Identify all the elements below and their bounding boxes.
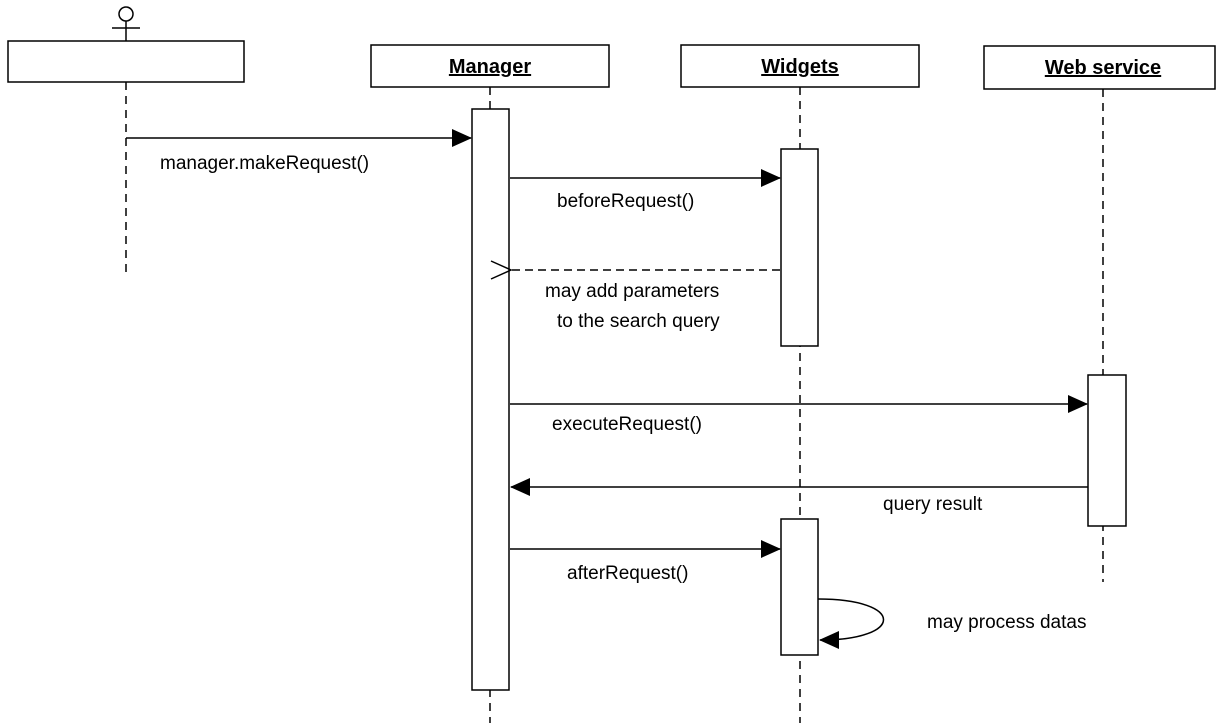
add-params-label-line1: may add parameters [545, 281, 719, 302]
query-result-label: query result [883, 494, 983, 515]
add-params-label-line2: to the search query [557, 311, 720, 332]
process-datas-label: may process datas [927, 612, 1086, 633]
widgets-activation-2 [780, 518, 819, 656]
widgets-label: Widgets [761, 56, 839, 78]
web-service-box [983, 45, 1216, 90]
before-request-label: beforeRequest() [557, 191, 694, 212]
widgets-activation-1 [780, 148, 819, 347]
manager-activation [471, 108, 510, 691]
web-service-label: Web service [1045, 57, 1161, 79]
web-service-activation [1087, 374, 1127, 527]
process-datas-self-arrow [817, 598, 885, 649]
after-request-label: afterRequest() [567, 563, 688, 584]
actor-box [7, 40, 245, 83]
make-request-label: manager.makeRequest() [160, 153, 369, 174]
manager-label: Manager [449, 56, 531, 78]
widgets-box [680, 44, 920, 88]
manager-box [370, 44, 610, 88]
execute-request-label: executeRequest() [552, 414, 702, 435]
